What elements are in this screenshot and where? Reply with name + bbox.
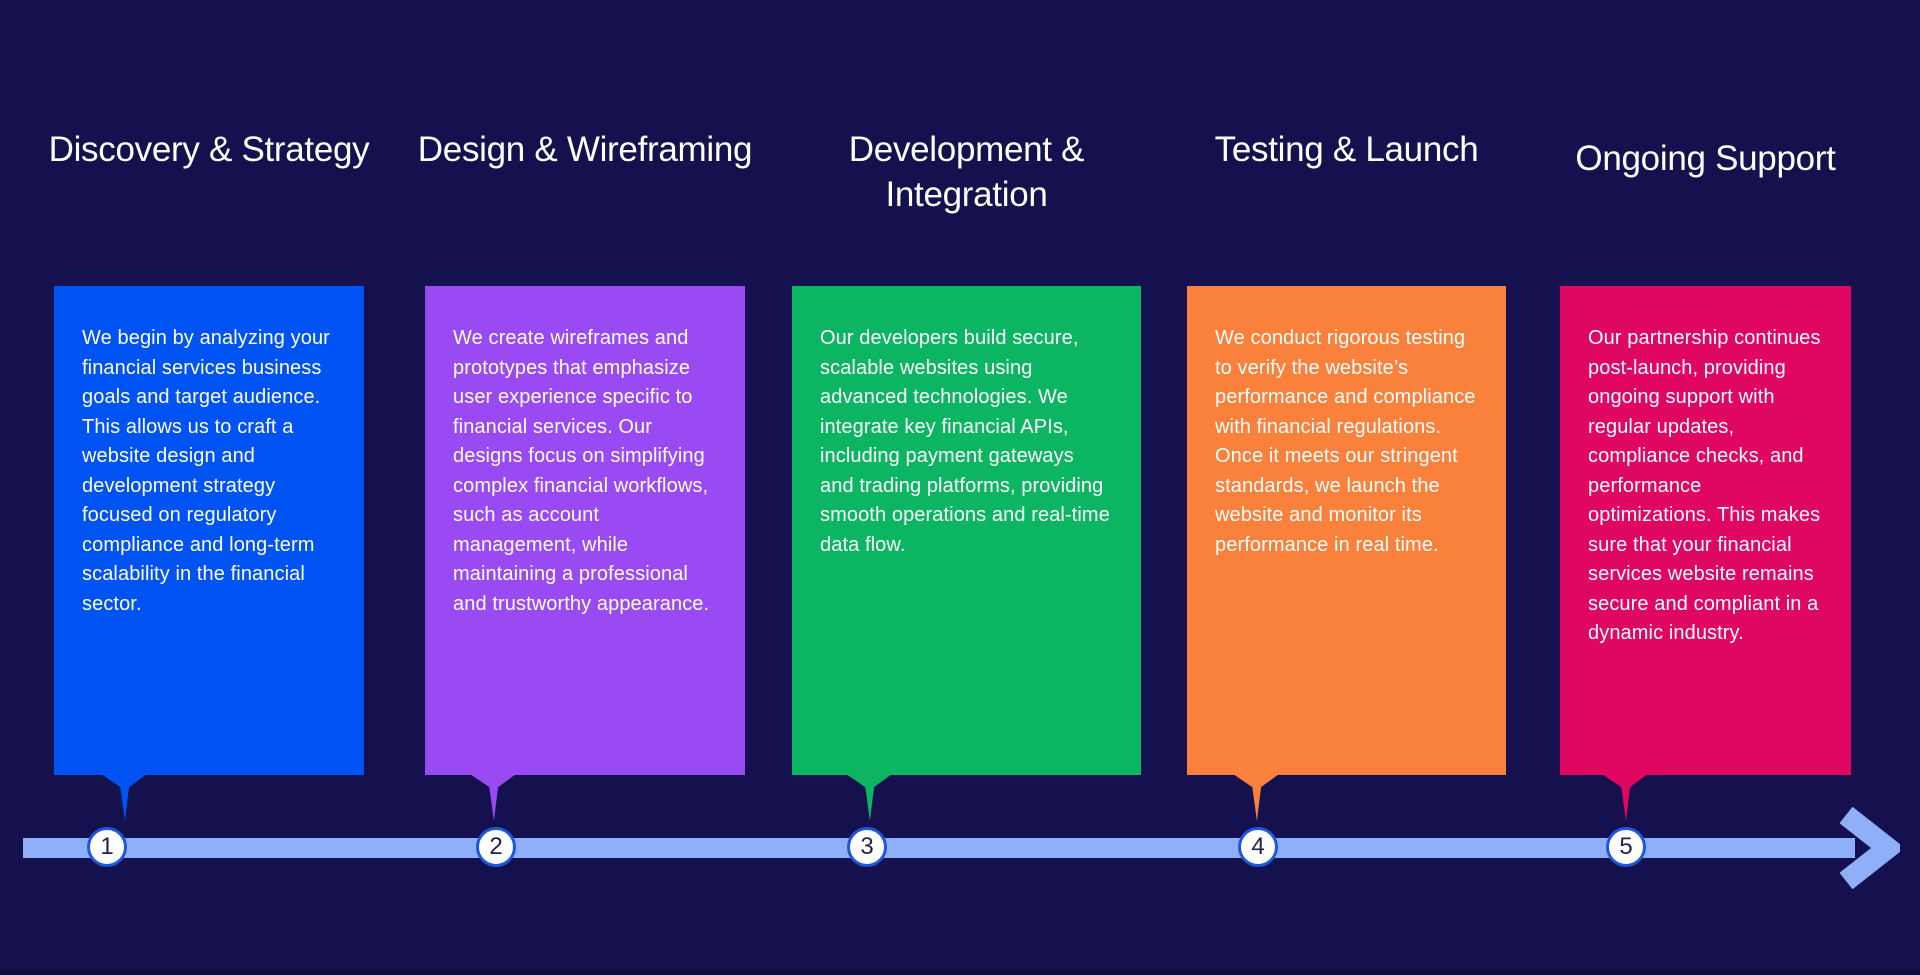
stage-card: Our developers build secure, scalable we… xyxy=(792,286,1141,775)
card-pointer xyxy=(470,774,516,821)
stage-card: We create wireframes and prototypes that… xyxy=(425,286,745,775)
arrow-chevron xyxy=(1839,807,1900,889)
step-number: 4 xyxy=(1251,833,1265,860)
step-number: 2 xyxy=(489,833,503,860)
stage-description: Our developers build secure, scalable we… xyxy=(820,327,1110,556)
stage-description: Our partnership continues post-launch, p… xyxy=(1588,327,1821,644)
stage-title: Ongoing Support xyxy=(1575,139,1836,178)
stage-description: We conduct rigorous testing to verify th… xyxy=(1215,327,1476,556)
stage-card: Our partnership continues post-launch, p… xyxy=(1560,286,1851,775)
stage-title: Design & Wireframing xyxy=(417,130,753,169)
step-number: 1 xyxy=(100,833,114,860)
stage-description: We begin by analyzing your financial ser… xyxy=(82,327,330,615)
card-pointer xyxy=(101,774,147,821)
stage-card: We conduct rigorous testing to verify th… xyxy=(1187,286,1506,775)
stage-title: Testing & Launch xyxy=(1214,130,1479,169)
step-marker: 4 xyxy=(1238,827,1278,867)
step-number: 3 xyxy=(860,833,874,860)
card-pointer xyxy=(1233,774,1279,821)
stage-card: We begin by analyzing your financial ser… xyxy=(54,286,364,775)
stage-title: Discovery & Strategy xyxy=(48,130,370,169)
card-pointer xyxy=(846,774,892,821)
step-marker: 3 xyxy=(847,827,887,867)
stage-description: We create wireframes and prototypes that… xyxy=(453,327,710,615)
card-pointer xyxy=(1602,774,1648,821)
timeline-arrow-icon xyxy=(1839,807,1900,889)
timeline-bar xyxy=(23,838,1855,858)
step-marker: 5 xyxy=(1606,827,1646,867)
step-number: 5 xyxy=(1619,833,1633,860)
step-marker: 2 xyxy=(476,827,516,867)
bottom-border xyxy=(0,970,1920,975)
step-marker: 1 xyxy=(87,827,127,867)
stage-title: Development & Integration xyxy=(848,130,1085,214)
